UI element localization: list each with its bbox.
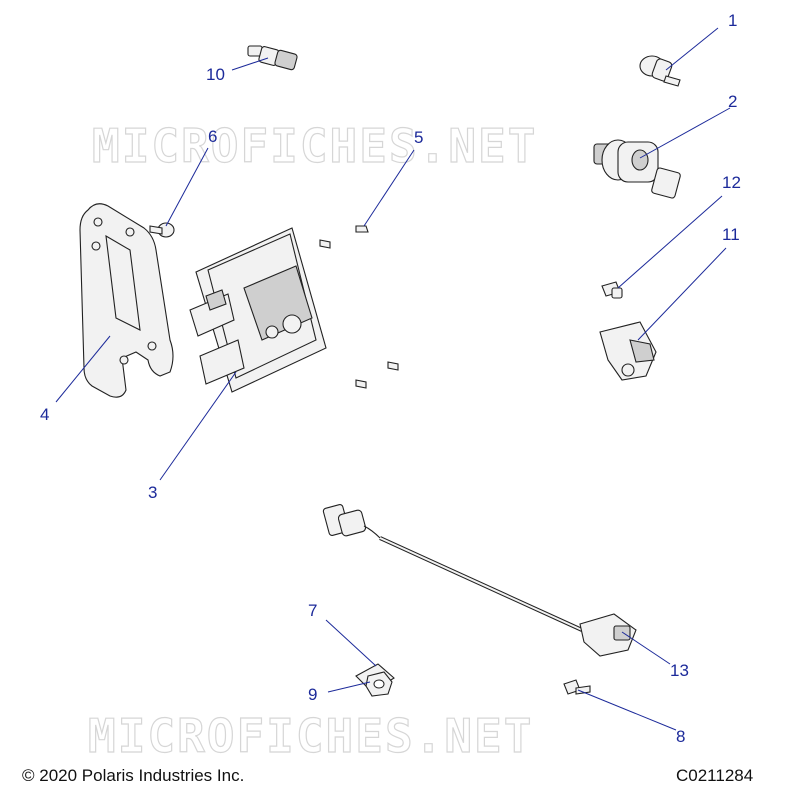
watermark-bottom: MICROFICHES.NET: [88, 709, 533, 763]
part-4-bracket: [79, 203, 174, 398]
watermark-top: MICROFICHES.NET: [92, 119, 537, 173]
part-2-ignition-switch: [593, 139, 681, 199]
leader-lines: [55, 27, 731, 731]
part-8-bolt: [563, 679, 591, 695]
callout-13: 13: [670, 661, 689, 680]
callout-4: 4: [40, 405, 49, 424]
callout-11: 11: [722, 225, 740, 244]
callouts: 1 2 3 4 5 6 7 8 9 10 11 12 13: [40, 11, 741, 746]
callout-9: 9: [308, 685, 317, 704]
part-3-ecu: [189, 227, 327, 393]
part-11-sensor: [599, 321, 657, 381]
part-13-speed-sensor: [322, 504, 637, 657]
callout-12: 12: [722, 173, 741, 192]
part-1-switch: [639, 55, 681, 87]
drawing-code: C0211284: [676, 766, 754, 785]
callout-1: 1: [728, 11, 737, 30]
callout-10: 10: [206, 65, 225, 84]
callout-6: 6: [208, 127, 217, 146]
callout-3: 3: [148, 483, 157, 502]
callout-5: 5: [414, 128, 423, 147]
callout-8: 8: [676, 727, 685, 746]
part-10-sensor: [247, 45, 298, 71]
copyright-text: © 2020 Polaris Industries Inc.: [22, 766, 245, 785]
part-9-nut: [365, 671, 393, 697]
part-5-screws: [319, 225, 399, 389]
callout-2: 2: [728, 92, 737, 111]
callout-7: 7: [308, 601, 317, 620]
part-6-rivet: [149, 222, 175, 238]
part-12-bolt: [601, 281, 623, 299]
